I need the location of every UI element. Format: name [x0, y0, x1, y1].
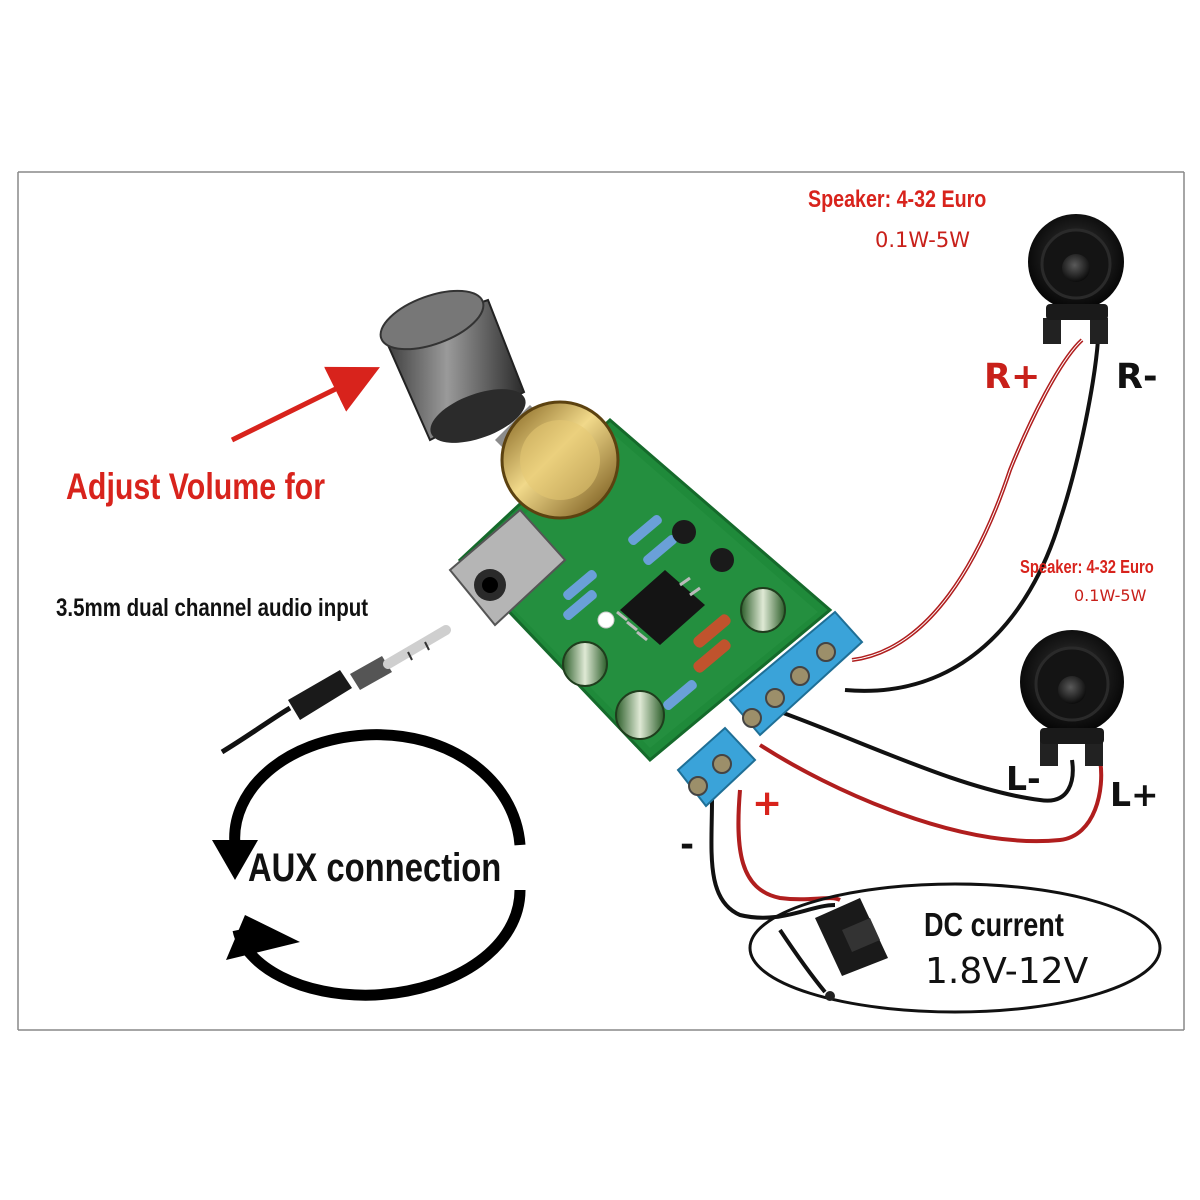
dc-current-label: DC current [924, 906, 1064, 943]
aux-loop-arrows-icon [212, 729, 526, 1001]
wire-r-plus [851, 338, 1084, 662]
volume-knob-icon [379, 289, 526, 443]
wire-power-minus [709, 799, 836, 920]
speaker-left-icon [1020, 630, 1124, 766]
wire-r-minus [844, 339, 1100, 693]
r-minus-label: R- [1116, 357, 1158, 397]
adjust-volume-label: Adjust Volume for [66, 466, 326, 507]
volume-arrow-icon [230, 366, 380, 443]
aux-connection-label: AUX connection [248, 846, 502, 890]
audio-input-label: 3.5mm dual channel audio input [56, 594, 369, 622]
resistors-icon [563, 514, 731, 711]
r-plus-label: R+ [984, 357, 1041, 397]
dc-callout-ellipse [748, 882, 1162, 1014]
speaker-left-power: 0.1W-5W [1074, 586, 1147, 605]
speaker-left-title: Speaker: 4-32 Euro [1020, 557, 1154, 577]
dc-voltage-range: 1.8V-12V [925, 951, 1089, 992]
potentiometer-icon [495, 400, 620, 520]
power-terminal-block-icon [676, 726, 757, 808]
dc-power-adapter-icon [778, 898, 888, 1001]
speaker-terminal-block-icon [728, 610, 864, 737]
amplifier-board [379, 289, 864, 808]
speaker-right-power: 0.1W-5W [875, 228, 971, 252]
l-minus-label: L- [1006, 759, 1041, 798]
speaker-right-icon [1028, 214, 1124, 344]
wire-l-plus [758, 743, 1104, 844]
speaker-right-title: Speaker: 4-32 Euro [808, 186, 987, 213]
l-plus-label: L+ [1110, 775, 1159, 814]
audio-cable-icon [220, 625, 451, 755]
capacitors-icon [562, 520, 786, 740]
power-minus-label: - [680, 825, 695, 865]
power-plus-label: + [752, 783, 783, 824]
audio-jack-icon [448, 508, 567, 627]
amplifier-chip-icon [616, 570, 705, 645]
wire-l-minus [774, 708, 1075, 803]
